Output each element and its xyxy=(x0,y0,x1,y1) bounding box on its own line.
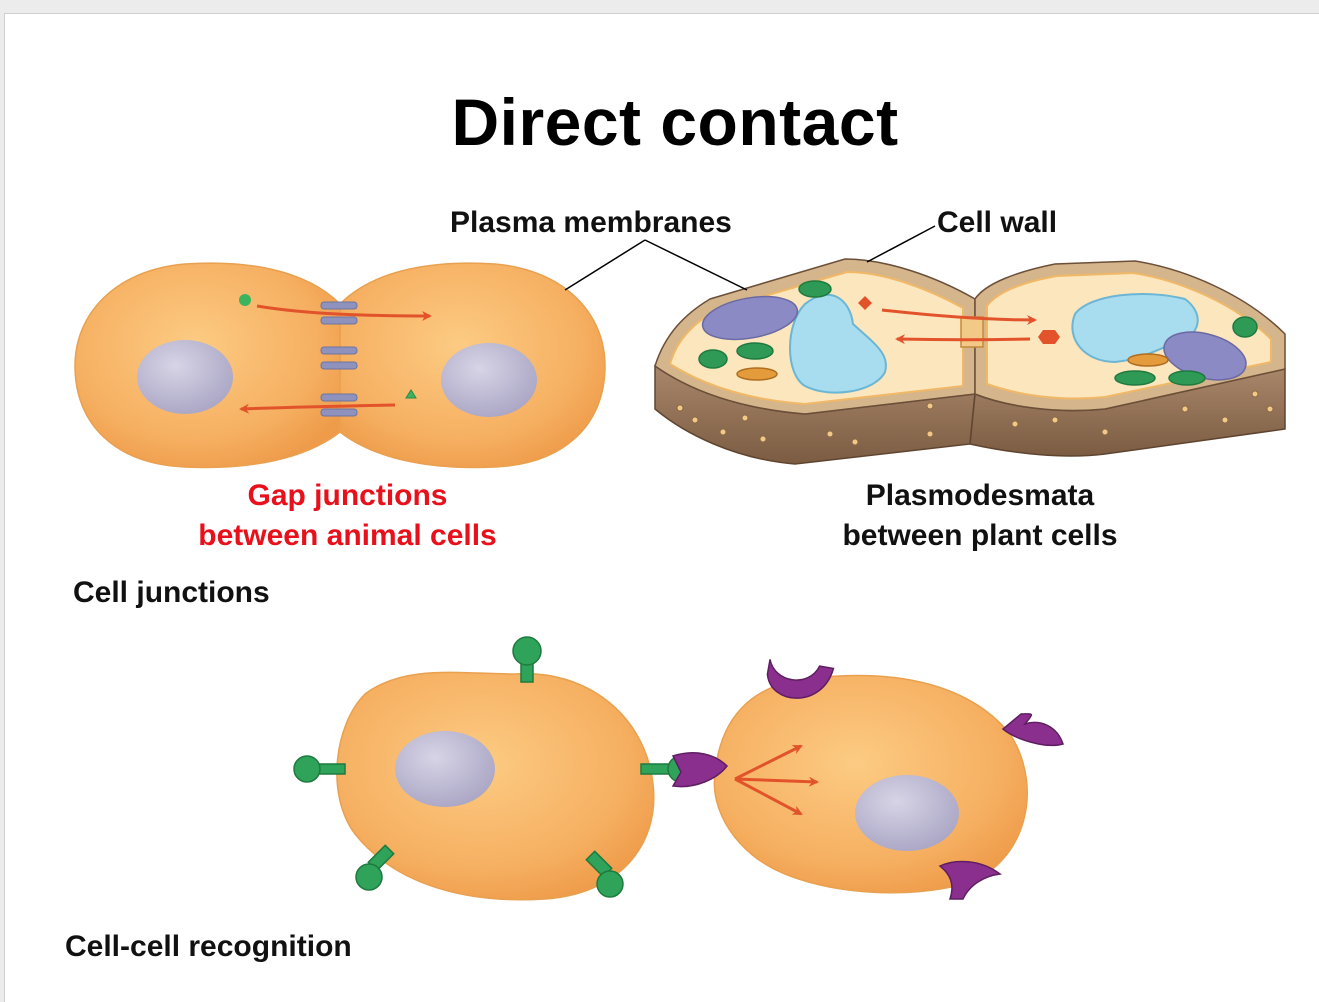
plasmodesma-channel xyxy=(960,316,984,348)
vacuole-left xyxy=(789,293,887,394)
gap-junction-channels xyxy=(320,301,358,417)
transfer-arrow-left xyxy=(239,403,396,414)
plasmodesmata-line2: between plant cells xyxy=(842,519,1118,552)
recognition-cell-left xyxy=(336,671,655,901)
chloroplasts xyxy=(698,280,1258,386)
plasmodesma-arrow-left xyxy=(895,334,1031,345)
label-cell-wall: Cell wall xyxy=(937,206,1058,239)
small-molecule-hexagon xyxy=(1038,330,1060,344)
page-title: Direct contact xyxy=(451,85,899,159)
slide: Direct contact xyxy=(4,13,1319,1002)
recognition-nucleus-right xyxy=(855,775,959,851)
nucleus-right xyxy=(441,343,537,417)
diagram-canvas xyxy=(74,225,1286,901)
mitochondria xyxy=(736,353,1169,381)
plasmodesmata-line1: Plasmodesmata xyxy=(865,479,1095,512)
recognition-nucleus-left xyxy=(395,731,495,807)
plasmodesma-arrow-right xyxy=(881,308,1037,325)
plant-nucleus-left xyxy=(701,295,799,341)
wall-pores xyxy=(676,390,1274,446)
nucleus-left xyxy=(137,340,233,414)
label-gap-junctions: Gap junctions between animal cells xyxy=(165,476,530,556)
gap-junctions-line1: Gap junctions xyxy=(247,479,448,512)
transfer-arrow-right xyxy=(256,304,432,321)
callout-lines xyxy=(564,225,936,291)
plant-cell-pair xyxy=(654,258,1286,465)
recognition-cell-right xyxy=(713,674,1028,894)
label-plasma-membranes: Plasma membranes xyxy=(450,206,732,239)
label-cell-junctions: Cell junctions xyxy=(73,576,270,609)
small-molecule-triangle xyxy=(405,389,417,399)
label-plasmodesmata: Plasmodesmata between plant cells xyxy=(805,476,1155,556)
small-molecule-diamond xyxy=(858,296,872,310)
animal-cell-pair xyxy=(74,262,606,469)
surface-receptors xyxy=(671,659,1064,900)
gap-junctions-line2: between animal cells xyxy=(198,519,497,552)
signal-arrows xyxy=(734,744,819,816)
small-molecule-circle xyxy=(239,294,251,306)
label-cell-cell-recognition: Cell-cell recognition xyxy=(65,930,352,963)
